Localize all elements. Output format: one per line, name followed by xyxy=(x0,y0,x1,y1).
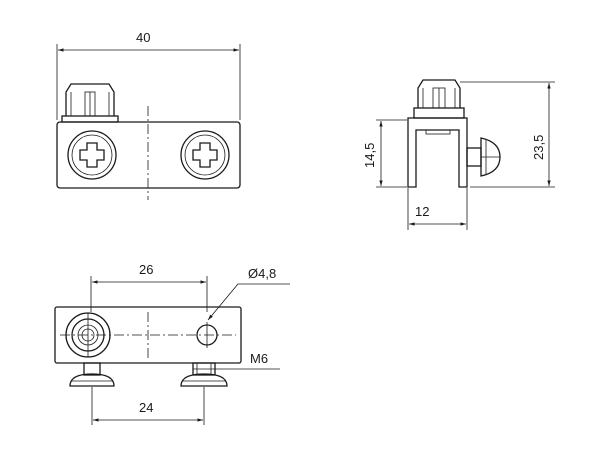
dim-24-label: 24 xyxy=(139,400,153,415)
dim-26-label: 26 xyxy=(139,262,153,277)
front-view: 40 xyxy=(56,30,241,200)
top-view: 26 Ø4,8 M6 xyxy=(54,262,290,425)
dim-23-5-label: 23,5 xyxy=(531,135,546,160)
dim-14-5-label: 14,5 xyxy=(362,143,377,168)
dim-diameter-label: Ø4,8 xyxy=(248,266,276,281)
dim-m6-label: M6 xyxy=(250,351,268,366)
dim-12-label: 12 xyxy=(415,204,429,219)
dim-40-label: 40 xyxy=(136,30,150,45)
side-view: 14,5 23,5 12 xyxy=(362,79,555,230)
